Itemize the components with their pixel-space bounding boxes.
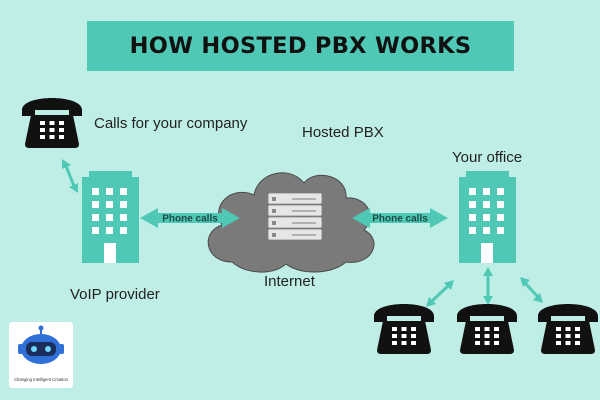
voip-provider-building-icon bbox=[82, 171, 139, 263]
title-banner: HOW HOSTED PBX WORKS bbox=[87, 21, 514, 71]
robot-logo-icon bbox=[18, 325, 64, 364]
internet-label: Internet bbox=[264, 273, 315, 290]
voip-provider-label: VoIP provider bbox=[70, 286, 160, 303]
hosted-pbx-label: Hosted PBX bbox=[302, 124, 384, 141]
company-phone-icon bbox=[22, 98, 82, 148]
office-phone-right-icon bbox=[538, 304, 598, 354]
right-phone-calls-arrow: Phone calls bbox=[352, 208, 448, 228]
right-arrow-label: Phone calls bbox=[372, 214, 428, 225]
brand-logo: Changing Intelligent Creation bbox=[9, 322, 73, 388]
logo-caption: Changing Intelligent Creation bbox=[13, 377, 68, 382]
office-phone-left-icon bbox=[374, 304, 434, 354]
office-building-icon bbox=[459, 171, 516, 263]
calls-for-company-label: Calls for your company bbox=[94, 115, 248, 132]
server-icon bbox=[267, 192, 323, 241]
left-arrow-label: Phone calls bbox=[162, 214, 218, 225]
page-title: HOW HOSTED PBX WORKS bbox=[129, 33, 472, 59]
office-phone-middle-icon bbox=[457, 304, 517, 354]
your-office-label: Your office bbox=[452, 149, 523, 166]
connector-arrows bbox=[62, 159, 543, 307]
left-phone-calls-arrow: Phone calls bbox=[140, 208, 240, 228]
